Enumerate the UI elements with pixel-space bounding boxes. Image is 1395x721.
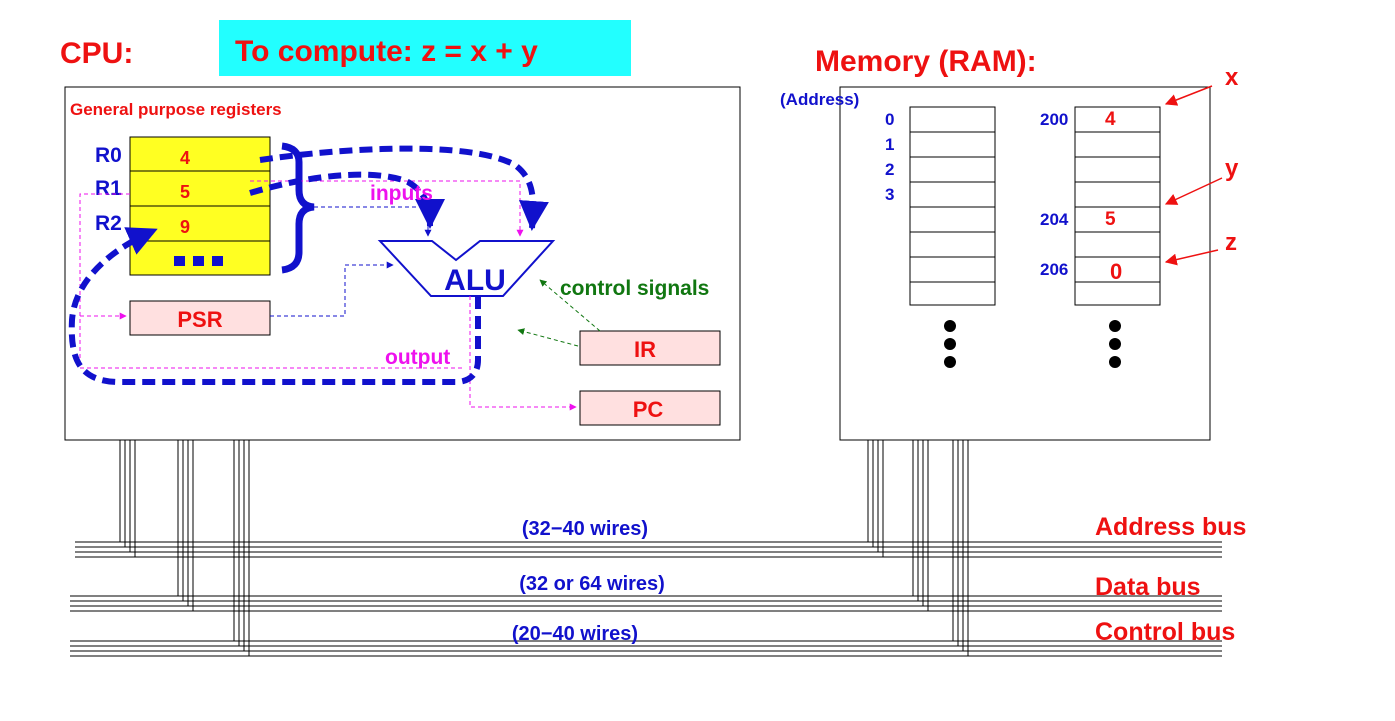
ir-to-alu-control-arrow (539, 279, 601, 332)
x-pointer-arrow (1164, 85, 1213, 106)
control-bus-wires: (20−40 wires) (512, 623, 638, 645)
var-x-label: x (1225, 64, 1239, 91)
brace-to-alu-arrow (314, 206, 432, 237)
memory-column-right (1074, 106, 1161, 306)
register-name-r2: R2 (95, 212, 122, 235)
register-name-r0: R0 (95, 144, 122, 167)
ir-label: IR (634, 337, 656, 362)
data-bus-wires: (32 or 64 wires) (519, 573, 665, 595)
more-registers-ellipsis (174, 256, 223, 266)
r0-to-alu-arrow (259, 145, 549, 231)
var-y-label: y (1225, 155, 1239, 182)
inputs-label: inputs (370, 182, 433, 205)
cpu-bus-connectors (119, 440, 250, 656)
cpu-label: CPU: (60, 37, 133, 70)
address-bus-label: Address bus (1095, 513, 1246, 541)
register-value-r2: 9 (180, 217, 190, 237)
title-box (219, 20, 631, 76)
control-bus-label: Control bus (1095, 618, 1235, 646)
address-204: 204 (1040, 210, 1069, 229)
memory-value-z: 0 (1110, 259, 1122, 284)
y-pointer-arrow (1164, 177, 1223, 205)
memory-left-ellipsis (944, 320, 956, 368)
diagram-title: To compute: z = x + y (235, 35, 538, 68)
memory-value-x: 4 (1105, 109, 1116, 130)
ir-box (579, 330, 721, 366)
data-bus-lines (70, 595, 1222, 612)
memory-label: Memory (RAM): (815, 45, 1037, 78)
ir-control-arrow (517, 328, 579, 347)
address-200: 200 (1040, 110, 1068, 129)
pc-box (579, 390, 721, 426)
control-bus-lines (70, 640, 1222, 657)
z-pointer-arrow (1164, 249, 1219, 266)
memory-bus-connectors (867, 440, 969, 656)
control-signals-label: control signals (560, 277, 709, 300)
address-206: 206 (1040, 260, 1068, 279)
address-0: 0 (885, 110, 894, 129)
memory-right-ellipsis (1109, 320, 1121, 368)
pc-label: PC (633, 397, 664, 422)
var-z-label: z (1225, 229, 1237, 256)
alu-shape (377, 240, 556, 297)
address-3: 3 (885, 185, 894, 204)
cpu-box (64, 86, 741, 441)
registers-label: General purpose registers (70, 100, 282, 119)
alu-to-r2-arrow (68, 227, 481, 385)
address-label: (Address) (780, 90, 859, 109)
register-name-r1: R1 (95, 177, 122, 200)
r1-to-alu-arrow (249, 171, 445, 229)
address-1: 1 (885, 135, 894, 154)
output-to-pc-arrow (469, 296, 577, 411)
register-brace (281, 142, 315, 274)
output-label: output (385, 346, 450, 369)
output-feedback-line (79, 193, 462, 369)
register-value-r0: 4 (180, 148, 190, 168)
address-bus-wires: (32−40 wires) (522, 518, 648, 540)
inputs-arrow (250, 180, 524, 237)
alu-label: ALU (444, 264, 506, 297)
data-bus-label: Data bus (1095, 573, 1201, 601)
psr-box (129, 300, 271, 336)
address-2: 2 (885, 160, 894, 179)
psr-to-alu-arrow (270, 261, 394, 317)
psr-label: PSR (177, 307, 222, 332)
memory-column-left (909, 106, 996, 306)
register-value-r1: 5 (180, 182, 190, 202)
address-bus-lines (75, 541, 1222, 558)
memory-value-y: 5 (1105, 209, 1116, 230)
memory-box (839, 86, 1211, 441)
